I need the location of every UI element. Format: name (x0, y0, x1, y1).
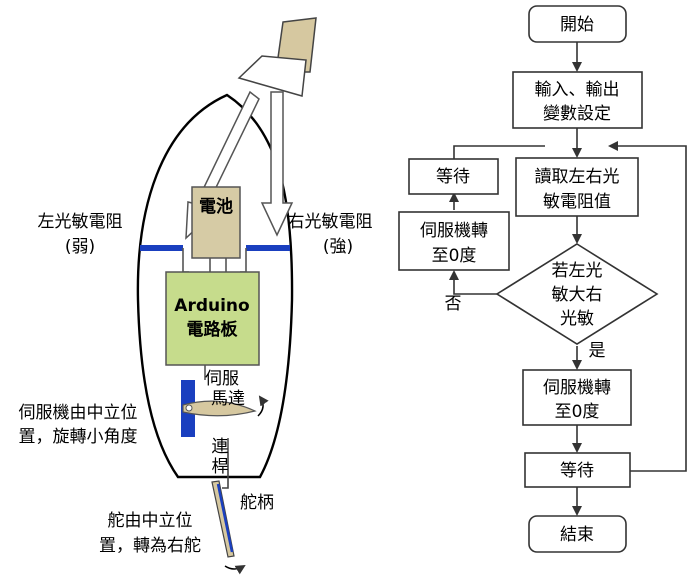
flow-servo-2-line2: 至0度 (555, 402, 600, 422)
right-sensor-strength: (強) (323, 237, 353, 257)
flow-read-line1: 讀取左右光 (535, 167, 620, 187)
rudder-rotation-icon (224, 564, 246, 575)
flow-read-sensors (515, 157, 639, 217)
servo-rotation-icon (257, 395, 269, 417)
linkage-label-char1: 連 (212, 437, 229, 457)
flow-io-setup (512, 71, 643, 129)
arduino-board (165, 271, 260, 366)
battery-label: 電池 (199, 196, 233, 217)
light-arrow-right (260, 91, 294, 237)
flow-wait-2 (524, 452, 631, 488)
battery (191, 186, 241, 259)
flowchart-connectors (449, 42, 687, 516)
flow-io-line1: 輸入、輸出 (535, 80, 620, 100)
lamp-icon (237, 17, 317, 97)
flow-end (528, 515, 627, 553)
servo-horn (182, 400, 257, 417)
tiller-linkage (222, 452, 229, 489)
flow-decision-line3: 光敏 (560, 309, 594, 329)
flow-io-line2: 變數設定 (543, 104, 611, 124)
flow-wait-1-label: 等待 (436, 167, 470, 187)
servo-desc-line2: 置，旋轉小角度 (19, 427, 138, 447)
servo-desc-line1: 伺服機由中立位 (19, 403, 138, 423)
flow-yes-label: 是 (589, 341, 606, 361)
right-sensor-label: 右光敏電阻 (288, 212, 373, 232)
flow-start (528, 5, 627, 43)
flow-no-label: 否 (445, 294, 462, 314)
board-label-line2: 電路板 (187, 319, 239, 340)
servo-label-line2: 馬達 (211, 389, 245, 409)
flow-wait-1 (408, 158, 499, 195)
rudder-desc-line1: 舵由中立位 (108, 511, 193, 531)
right-light-sensor (246, 245, 290, 251)
flowchart: 開始 輸入、輸出 變數設定 讀取左右光 敏電阻值 等待 伺服機轉 至0度 若左光… (398, 5, 687, 553)
linkage-label-char2: 桿 (212, 457, 229, 477)
left-sensor-label: 左光敏電阻 (38, 212, 123, 232)
flow-decision-line2: 敏大右 (552, 285, 603, 305)
flow-servo-1-line2: 至0度 (432, 246, 477, 266)
servo-label-line1: 伺服 (205, 369, 239, 389)
flow-decision-line1: 若左光 (552, 261, 603, 281)
rudder-desc-line2: 置，轉為右舵 (99, 536, 201, 556)
flow-decision (495, 243, 659, 345)
flow-servo-1 (398, 211, 510, 271)
left-sensor-strength: (弱) (65, 237, 95, 257)
tiller-label: 舵柄 (240, 493, 274, 513)
flow-start-label: 開始 (560, 15, 594, 35)
flow-wait-2-label: 等待 (560, 461, 594, 481)
flow-end-label: 結束 (560, 525, 594, 545)
boat-diagram: 電池 Arduino 電路板 左光敏電阻 (弱) 右光敏電阻 (強) 伺服 馬達… (19, 17, 373, 575)
board-label-line1: Arduino (174, 296, 249, 316)
flow-read-line2: 敏電阻值 (543, 192, 611, 212)
flow-servo-2-line1: 伺服機轉 (543, 378, 611, 398)
flow-servo-1-line1: 伺服機轉 (420, 221, 488, 241)
left-light-sensor (140, 245, 183, 251)
flow-servo-2 (522, 369, 632, 426)
